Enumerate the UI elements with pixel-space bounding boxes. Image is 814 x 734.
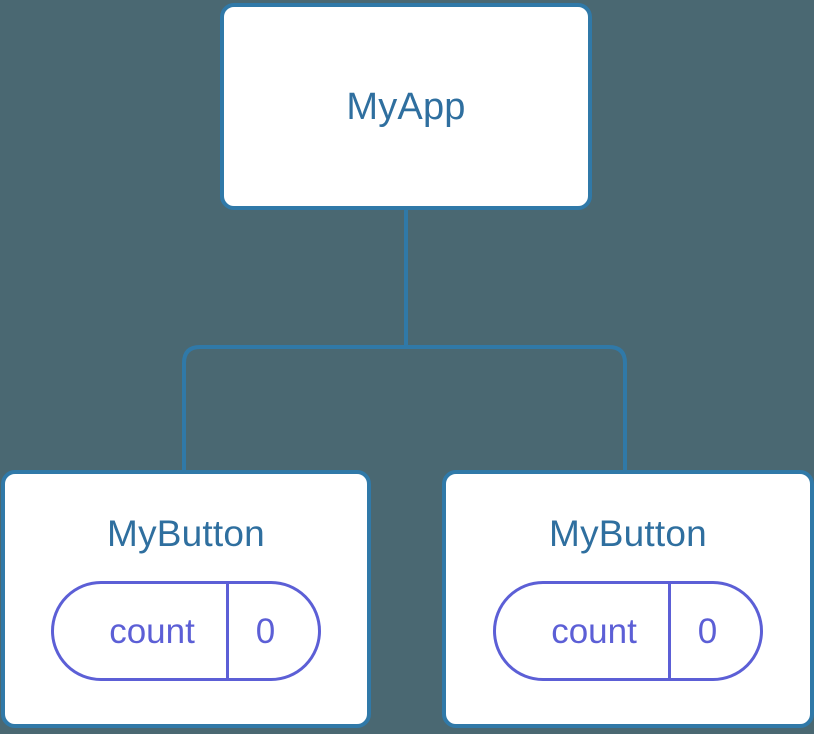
node-label-child-1: MyButton [549, 513, 707, 554]
state-value-label-child-1: 0 [697, 611, 718, 651]
state-key-label-child-1: count [551, 611, 637, 651]
node-card-child-1[interactable]: MyButton count 0 [442, 470, 814, 728]
state-value-cell-child-1: 0 [671, 584, 760, 678]
state-value-cell-child-0: 0 [229, 584, 318, 678]
state-key-cell-child-0: count [54, 584, 229, 678]
state-pill-child-0[interactable]: count 0 [51, 581, 321, 681]
node-label-root: MyApp [346, 85, 466, 128]
state-pill-child-1[interactable]: count 0 [493, 581, 763, 681]
state-value-label-child-0: 0 [255, 611, 276, 651]
node-card-root[interactable]: MyApp [220, 3, 592, 210]
node-card-child-0[interactable]: MyButton count 0 [1, 470, 371, 728]
state-key-cell-child-1: count [496, 584, 671, 678]
state-key-label-child-0: count [109, 611, 195, 651]
node-label-child-0: MyButton [107, 513, 265, 554]
connector-branch-left [182, 345, 406, 472]
connector-branch-right [406, 345, 627, 472]
